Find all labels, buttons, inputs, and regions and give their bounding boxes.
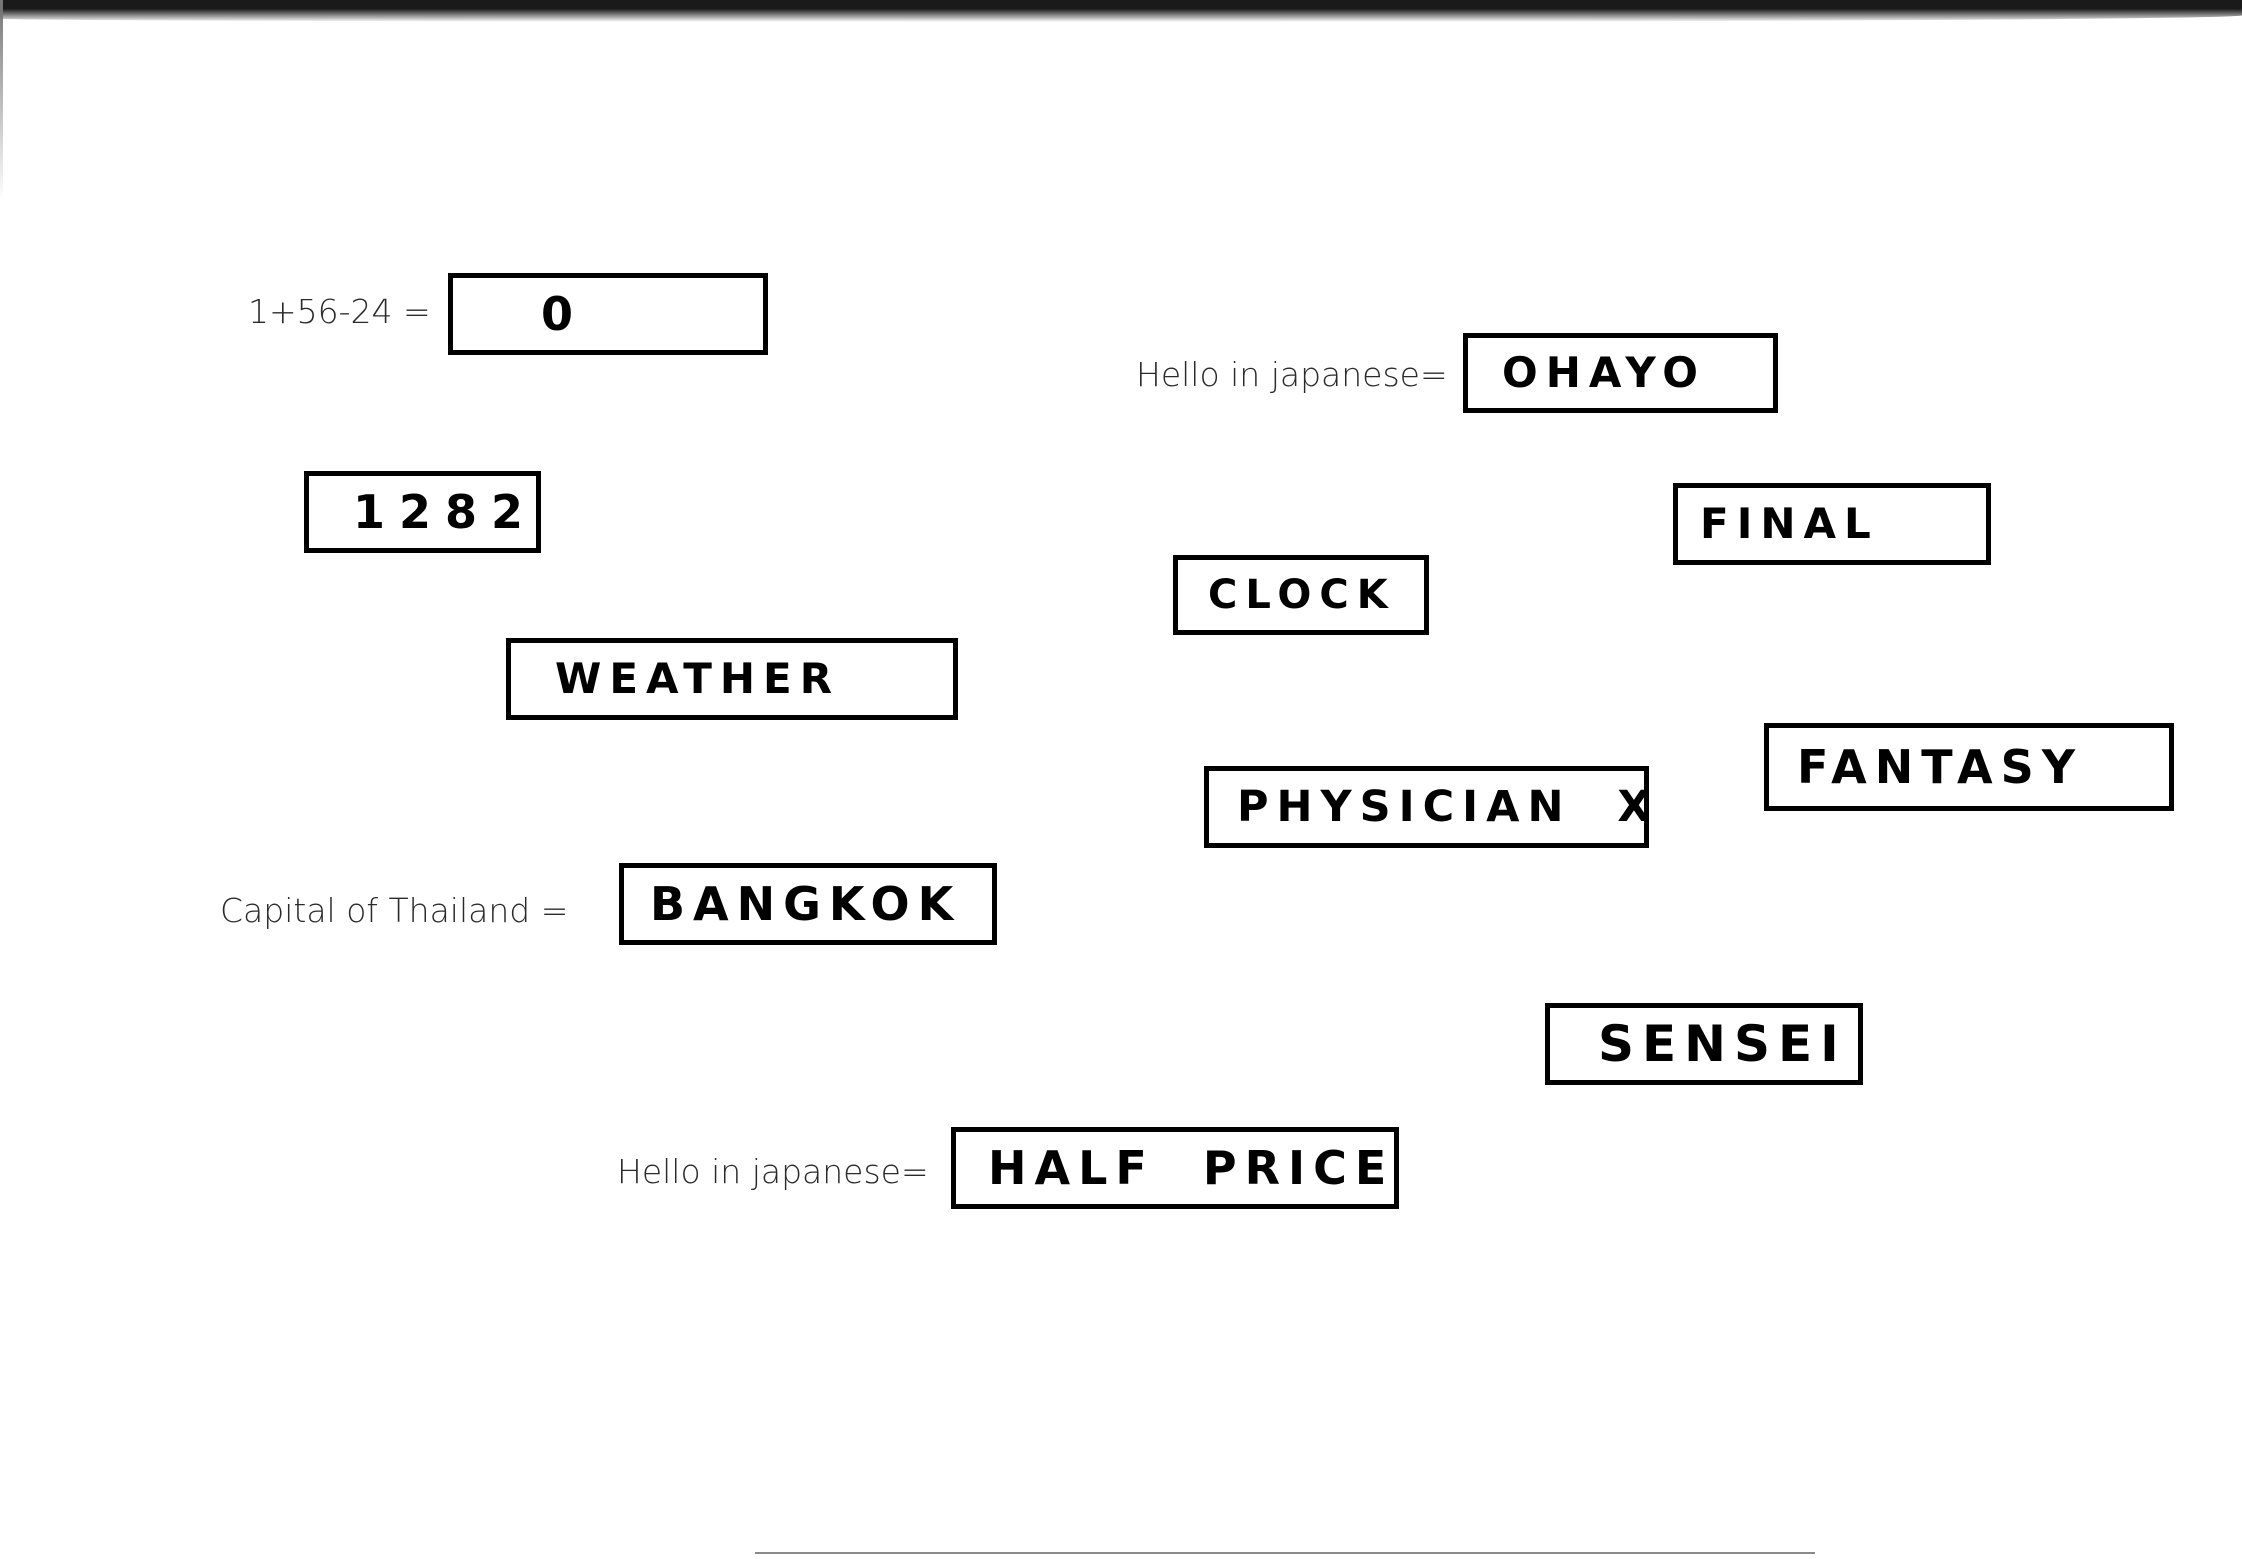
capital-answer-text: BANGKOK (650, 877, 962, 931)
weather-box[interactable]: WEATHER (506, 638, 958, 720)
hello-bottom-answer-text: HALF PRICE (988, 1141, 1395, 1195)
hello-bottom-label: Hello in japanese= (617, 1152, 929, 1191)
page-top-edge (0, 0, 2242, 22)
physician-box[interactable]: PHYSICIAN X (1204, 766, 1649, 848)
equation-answer-box[interactable]: 0 (448, 273, 768, 355)
hello-top-answer-box[interactable]: OHAYO (1463, 333, 1778, 413)
number-text: 1282 (353, 485, 538, 539)
hello-bottom-answer-box[interactable]: HALF PRICE (951, 1127, 1399, 1209)
sensei-box[interactable]: SENSEI (1545, 1003, 1863, 1085)
final-box[interactable]: FINAL (1673, 483, 1991, 565)
capital-label: Capital of Thailand = (220, 891, 569, 930)
equation-label: 1+56-24 = (248, 292, 431, 331)
clock-text: CLOCK (1208, 572, 1396, 618)
hello-top-answer-text: OHAYO (1502, 348, 1706, 397)
weather-text: WEATHER (555, 654, 841, 703)
sensei-text: SENSEI (1598, 1015, 1847, 1073)
number-box[interactable]: 1282 (304, 471, 541, 553)
page-left-edge (0, 0, 3, 200)
equation-answer-text: 0 (541, 287, 582, 341)
fantasy-text: FANTASY (1797, 740, 2084, 794)
final-text: FINAL (1700, 499, 1879, 548)
fantasy-box[interactable]: FANTASY (1764, 723, 2174, 811)
capital-answer-box[interactable]: BANGKOK (619, 863, 997, 945)
page-bottom-rule (755, 1552, 1815, 1554)
physician-text: PHYSICIAN X (1237, 781, 1649, 832)
hello-top-label: Hello in japanese= (1136, 355, 1448, 394)
clock-box[interactable]: CLOCK (1173, 555, 1429, 635)
